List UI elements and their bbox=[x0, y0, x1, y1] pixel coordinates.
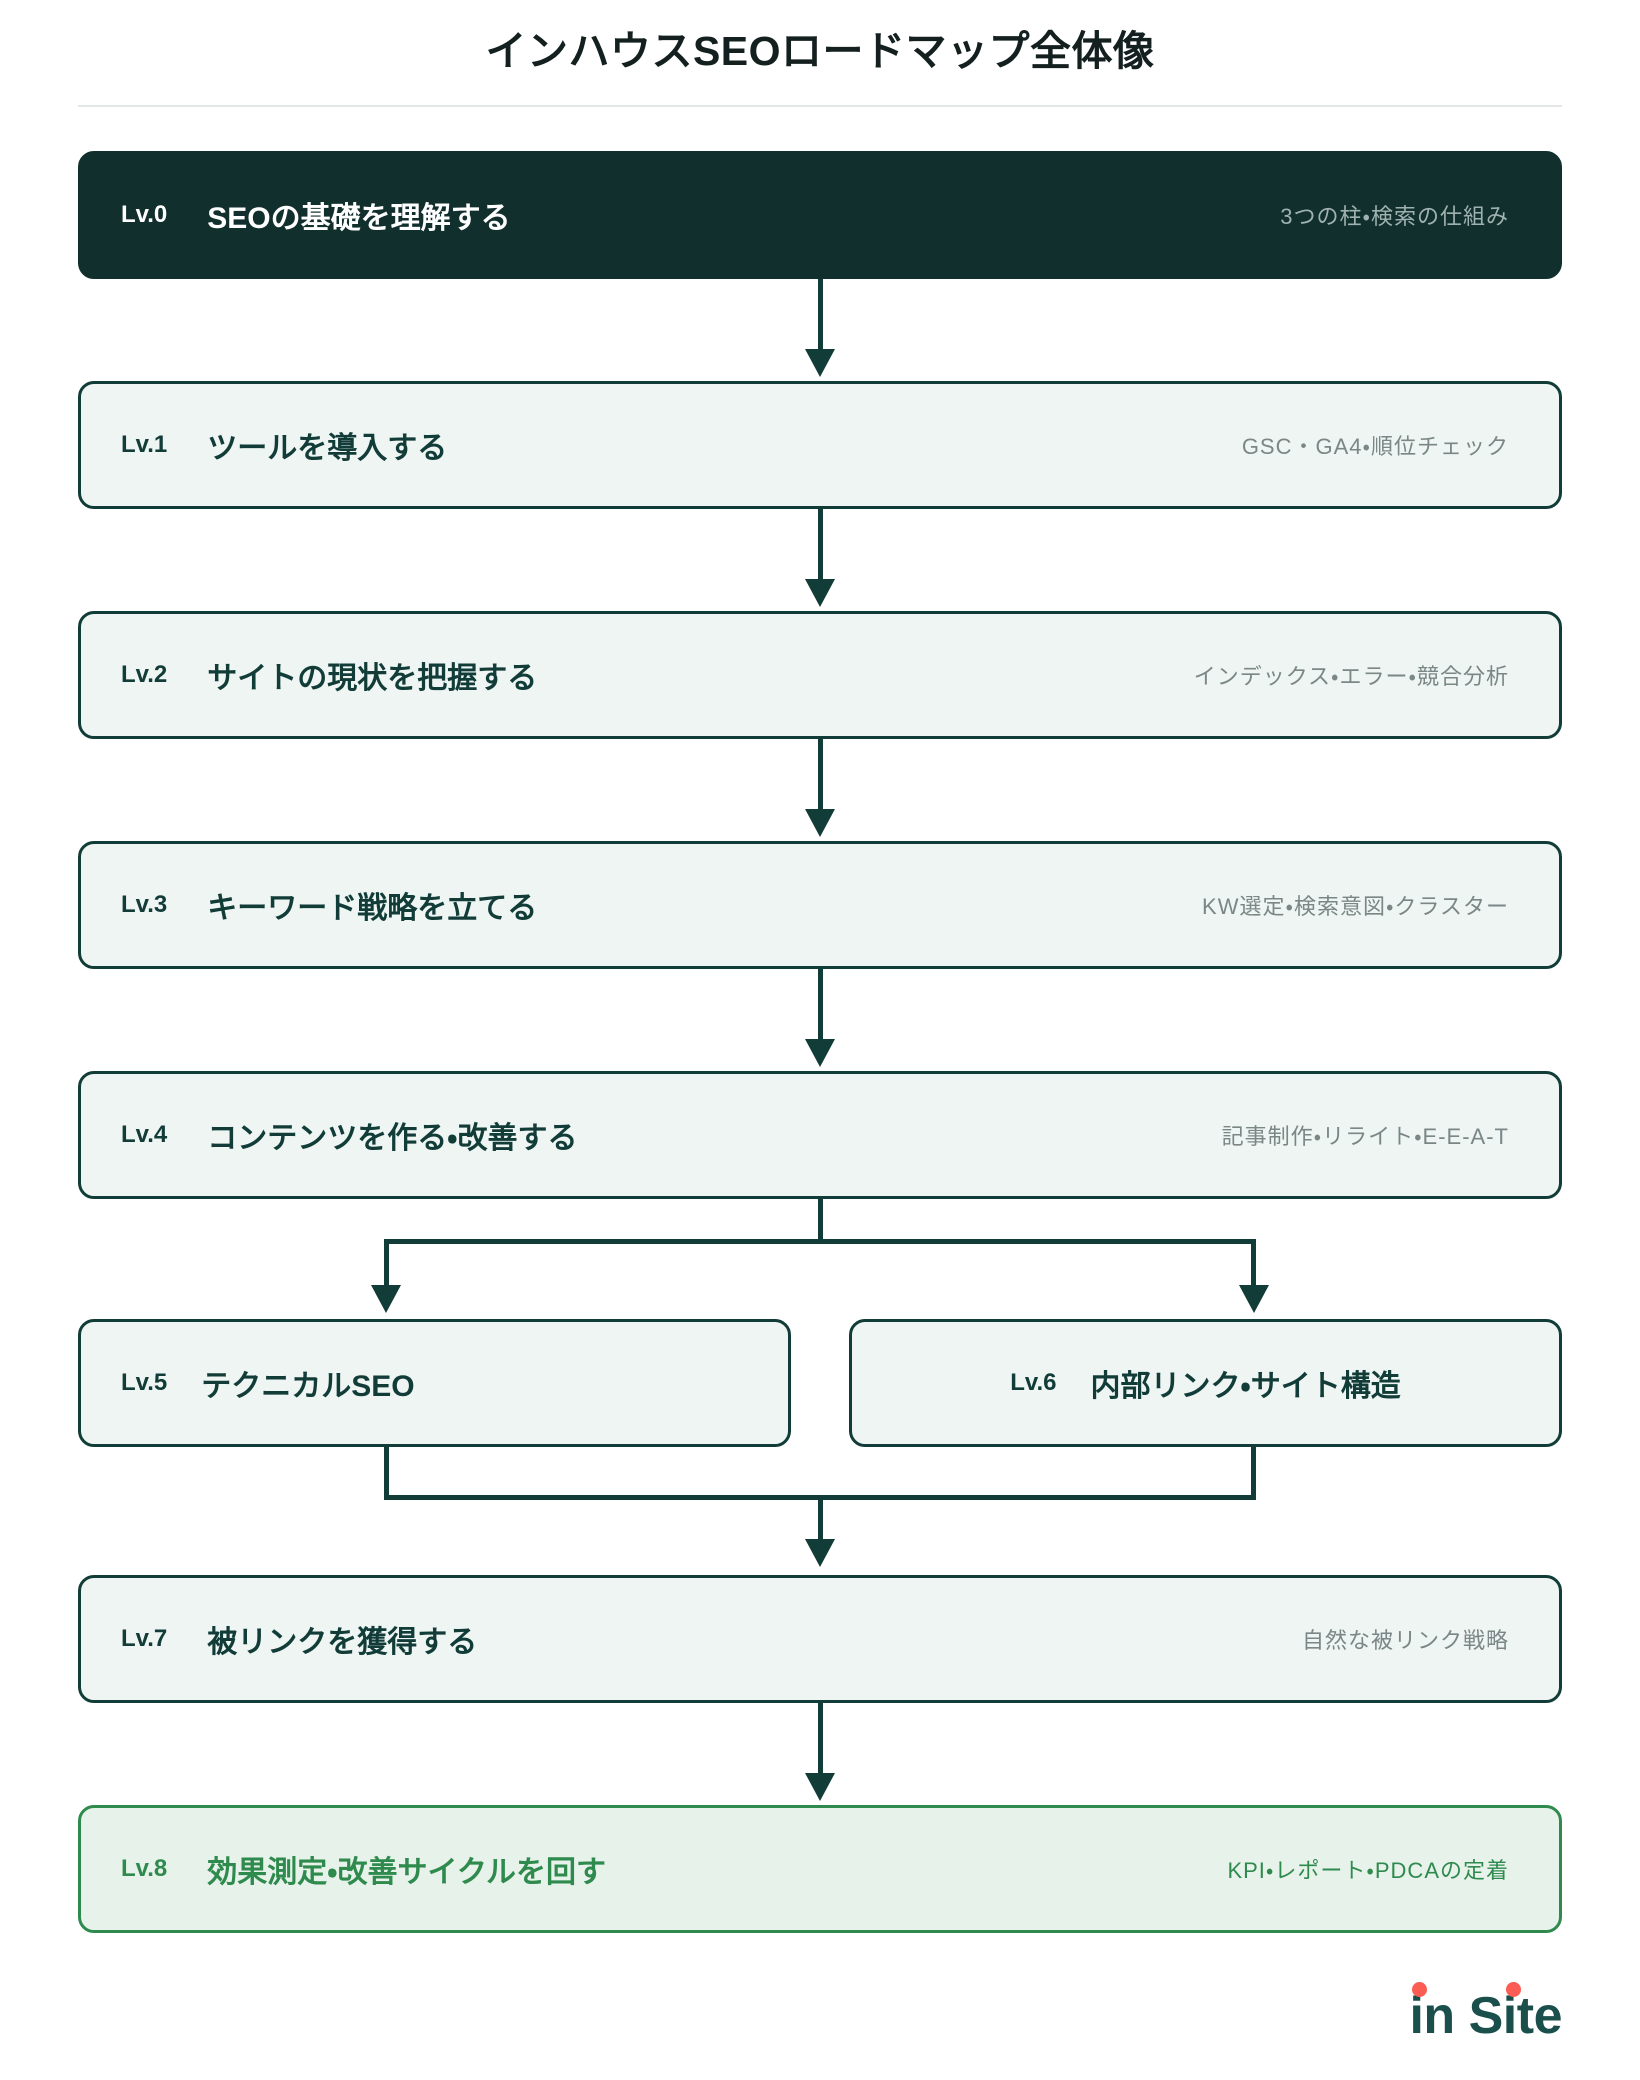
step-level-lv7: Lv.7 bbox=[121, 1625, 168, 1653]
brand-logo: in Site bbox=[1409, 1982, 1562, 2046]
roadmap-flow: Lv.0 SEOの基礎を理解する 3つの柱・検索の仕組み Lv.1 ツールを導入… bbox=[78, 107, 1562, 1934]
connector-merge-lv7 bbox=[78, 1447, 1562, 1575]
step-meta-lv3: KW選定・検索意図・クラスター bbox=[1202, 894, 1509, 920]
step-label-lv5: テクニカルSEO bbox=[201, 1370, 415, 1404]
step-level-lv6: Lv.6 bbox=[1010, 1369, 1057, 1397]
arrow-down-icon-left bbox=[371, 1285, 402, 1314]
logo-dot-icon-1 bbox=[1412, 1982, 1428, 1997]
arrow-down-icon bbox=[805, 349, 835, 378]
step-level-lv8: Lv.8 bbox=[121, 1855, 168, 1883]
step-card-lv7[interactable]: Lv.7 被リンクを獲得する 自然な被リンク戦略 bbox=[78, 1575, 1562, 1704]
connector-bar bbox=[383, 1239, 1257, 1245]
step-level-lv4: Lv.4 bbox=[121, 1121, 168, 1149]
step-meta-lv7: 自然な被リンク戦略 bbox=[1301, 1628, 1509, 1654]
arrow-down-icon bbox=[805, 579, 835, 608]
step-label-lv4: コンテンツを作る・改善する bbox=[207, 1122, 578, 1156]
logo-wordmark: in Site bbox=[1409, 1987, 1562, 2045]
connector-lv0-lv1 bbox=[78, 279, 1562, 381]
connector-line bbox=[817, 509, 823, 584]
branch-row-lv5-lv6: Lv.5 テクニカルSEO Lv.6 内部リンク・サイト構造 bbox=[78, 1319, 1562, 1448]
step-level-lv1: Lv.1 bbox=[121, 431, 168, 459]
step-card-lv6[interactable]: Lv.6 内部リンク・サイト構造 bbox=[849, 1319, 1562, 1448]
step-level-lv5: Lv.5 bbox=[121, 1369, 168, 1397]
step-card-lv5[interactable]: Lv.5 テクニカルSEO bbox=[78, 1319, 791, 1448]
step-card-lv1[interactable]: Lv.1 ツールを導入する GSC・GA4・順位チェック bbox=[78, 381, 1562, 510]
connector-lv2-lv3 bbox=[78, 739, 1562, 841]
connector-line bbox=[817, 1703, 823, 1778]
step-label-lv0: SEOの基礎を理解する bbox=[207, 202, 511, 236]
step-label-lv8: 効果測定・改善サイクルを回す bbox=[207, 1856, 606, 1890]
connector-line bbox=[817, 1495, 823, 1544]
arrow-down-icon bbox=[805, 1773, 835, 1802]
connector-line-left bbox=[383, 1239, 389, 1288]
step-label-lv7: 被リンクを獲得する bbox=[207, 1626, 478, 1660]
connector-lv3-lv4 bbox=[78, 969, 1562, 1071]
step-card-lv3[interactable]: Lv.3 キーワード戦略を立てる KW選定・検索意図・クラスター bbox=[78, 841, 1562, 970]
step-card-lv8[interactable]: Lv.8 効果測定・改善サイクルを回す KPI・レポート・PDCAの定着 bbox=[78, 1805, 1562, 1934]
connector-line bbox=[817, 969, 823, 1044]
step-label-lv3: キーワード戦略を立てる bbox=[207, 892, 538, 926]
connector-line-left bbox=[383, 1447, 389, 1500]
connector-split-lv4 bbox=[78, 1199, 1562, 1319]
step-meta-lv8: KPI・レポート・PDCAの定着 bbox=[1227, 1858, 1509, 1884]
title-area: インハウスSEOロードマップ全体像 bbox=[0, 0, 1640, 108]
page-title: インハウスSEOロードマップ全体像 bbox=[485, 28, 1155, 74]
step-label-lv2: サイトの現状を把握する bbox=[207, 662, 538, 696]
connector-line bbox=[817, 739, 823, 814]
step-card-lv2[interactable]: Lv.2 サイトの現状を把握する インデックス・エラー・競合分析 bbox=[78, 611, 1562, 740]
step-level-lv3: Lv.3 bbox=[121, 891, 168, 919]
step-card-lv0[interactable]: Lv.0 SEOの基礎を理解する 3つの柱・検索の仕組み bbox=[78, 151, 1562, 280]
arrow-down-icon-right bbox=[1238, 1285, 1269, 1314]
logo-dot-icon-2 bbox=[1506, 1982, 1522, 1997]
step-label-lv1: ツールを導入する bbox=[207, 432, 448, 466]
step-label-lv6: 内部リンク・サイト構造 bbox=[1090, 1370, 1401, 1404]
step-level-lv2: Lv.2 bbox=[121, 661, 168, 689]
step-meta-lv4: 記事制作・リライト・E-E-A-T bbox=[1221, 1124, 1509, 1150]
connector-line bbox=[817, 279, 823, 354]
connector-line-right bbox=[1251, 1239, 1257, 1288]
connector-line bbox=[817, 1199, 823, 1242]
step-meta-lv0: 3つの柱・検索の仕組み bbox=[1280, 204, 1509, 230]
arrow-down-icon bbox=[805, 1539, 835, 1568]
title-divider bbox=[78, 105, 1562, 108]
step-level-lv0: Lv.0 bbox=[121, 201, 168, 229]
step-meta-lv1: GSC・GA4・順位チェック bbox=[1241, 434, 1509, 460]
connector-lv1-lv2 bbox=[78, 509, 1562, 611]
connector-line-right bbox=[1251, 1447, 1257, 1500]
arrow-down-icon bbox=[805, 1039, 835, 1068]
connector-lv7-lv8 bbox=[78, 1703, 1562, 1805]
step-card-lv4[interactable]: Lv.4 コンテンツを作る・改善する 記事制作・リライト・E-E-A-T bbox=[78, 1071, 1562, 1200]
arrow-down-icon bbox=[805, 809, 835, 838]
step-meta-lv2: インデックス・エラー・競合分析 bbox=[1193, 664, 1509, 690]
